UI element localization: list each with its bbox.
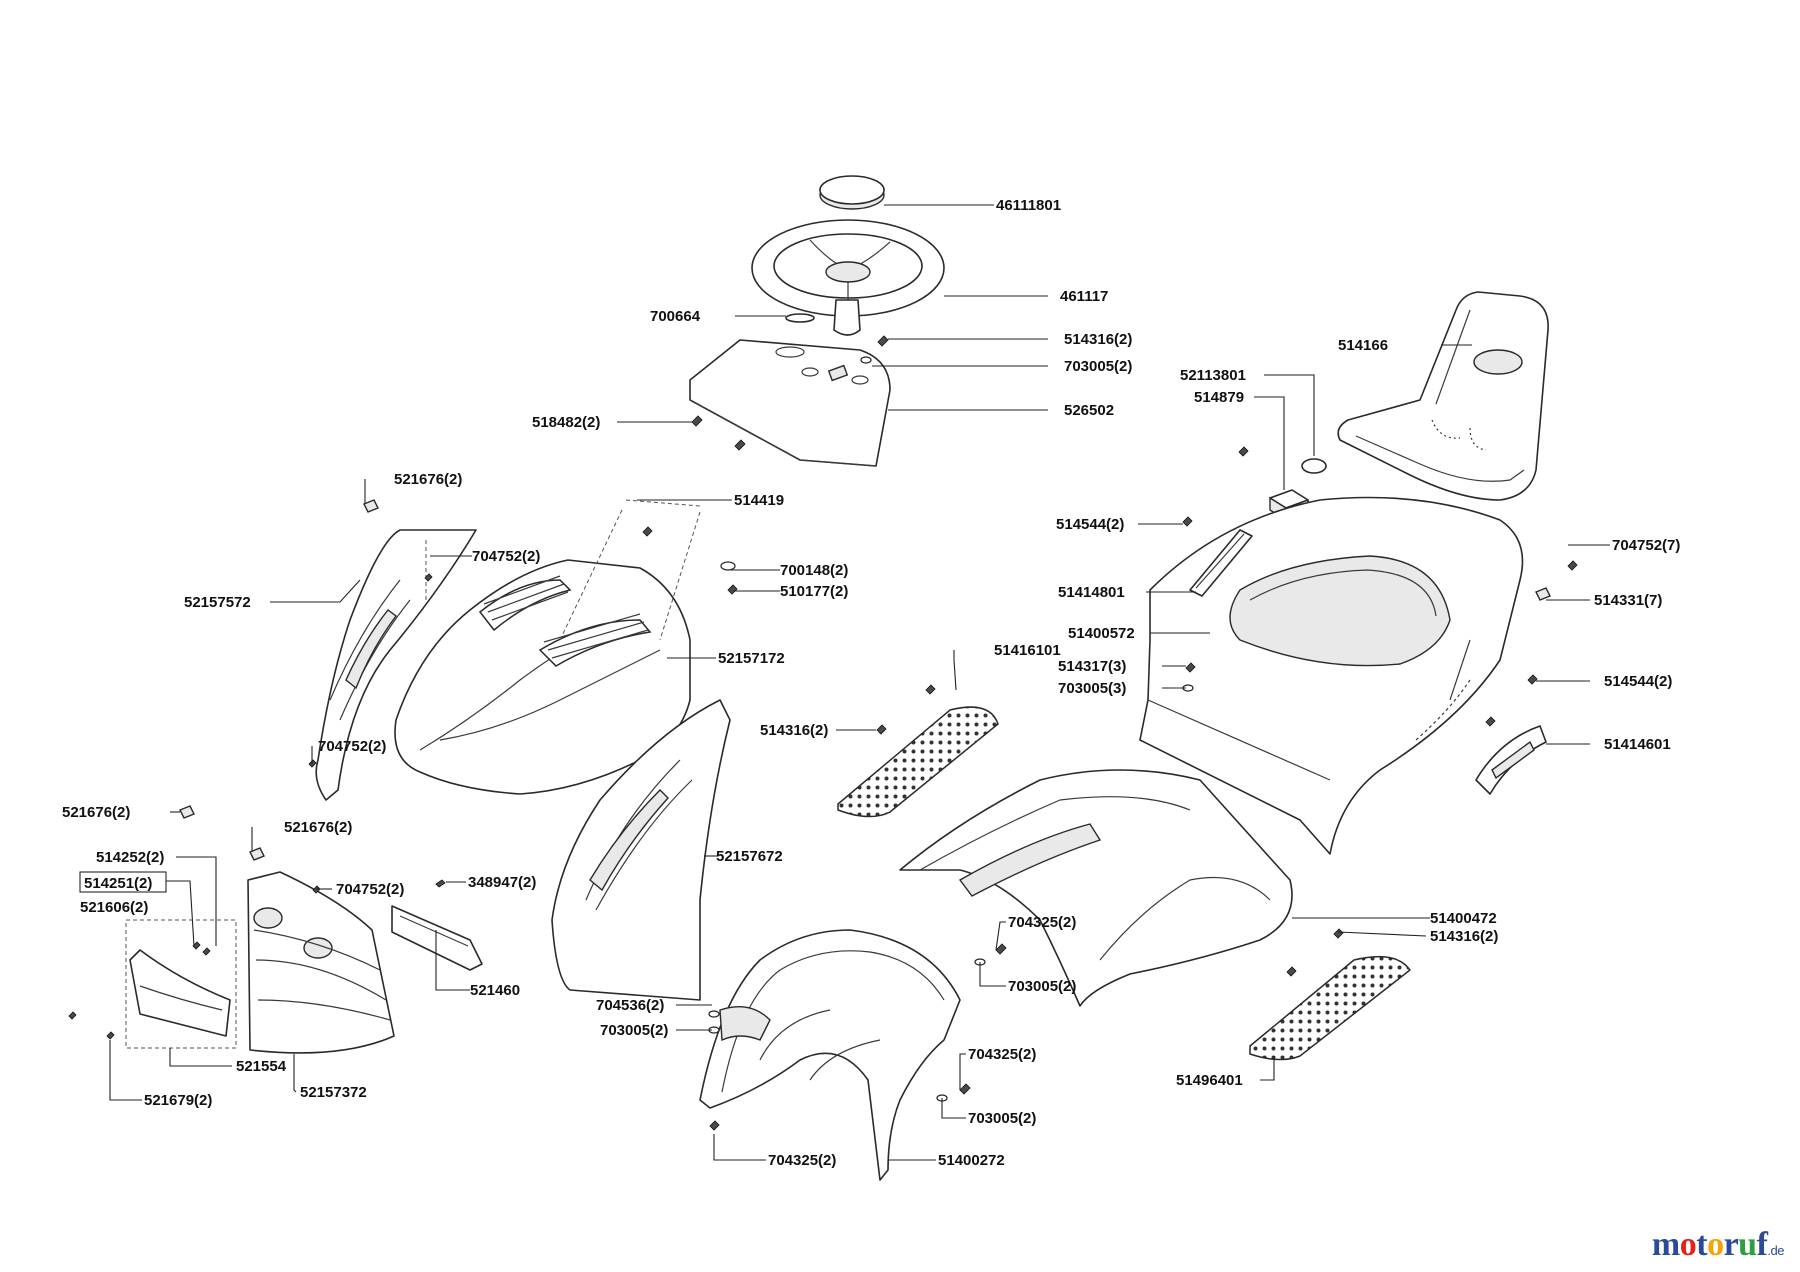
box-514251 bbox=[79, 871, 167, 893]
label-51400472: 51400472 bbox=[1430, 910, 1497, 927]
logo-letter-o1: o bbox=[1679, 1226, 1697, 1263]
seat bbox=[1337, 291, 1549, 501]
front-grille-bumper bbox=[247, 871, 395, 1054]
right-side-panel bbox=[551, 699, 731, 1001]
label-518482: 518482(2) bbox=[532, 414, 600, 431]
screws-dashboard bbox=[691, 335, 889, 451]
logo-letter-m: m bbox=[1651, 1226, 1680, 1263]
clip-700664 bbox=[785, 313, 815, 323]
label-704752-a: 704752(2) bbox=[472, 548, 540, 565]
logo-letter-f: f bbox=[1756, 1226, 1768, 1263]
logo-letter-u: u bbox=[1738, 1226, 1757, 1263]
label-51414801: 51414801 bbox=[1058, 584, 1125, 601]
rear-body bbox=[1139, 496, 1524, 855]
motoruf-logo: motoruf.de bbox=[1651, 1226, 1785, 1264]
label-514331: 514331(7) bbox=[1594, 592, 1662, 609]
label-514879: 514879 bbox=[1194, 389, 1244, 406]
label-514317: 514317(3) bbox=[1058, 658, 1126, 675]
label-700148: 700148(2) bbox=[780, 562, 848, 579]
label-703005-d: 703005(2) bbox=[968, 1110, 1036, 1127]
label-703005-c: 703005(2) bbox=[600, 1022, 668, 1039]
label-514316-b: 514316(2) bbox=[760, 722, 828, 739]
label-52157172: 52157172 bbox=[718, 650, 785, 667]
label-514166: 514166 bbox=[1338, 337, 1388, 354]
leader-lines bbox=[109, 204, 1610, 1161]
label-348947: 348947(2) bbox=[468, 874, 536, 891]
label-703005-b: 703005(2) bbox=[1008, 978, 1076, 995]
hood-hardware bbox=[179, 499, 738, 819]
logo-tld: .de bbox=[1767, 1243, 1784, 1258]
footboard-51416101 bbox=[837, 706, 999, 818]
rear-hardware bbox=[1182, 446, 1578, 727]
frame-hardware bbox=[708, 943, 1007, 1131]
label-52157672: 52157672 bbox=[716, 848, 783, 865]
footboard-screws bbox=[876, 684, 1344, 977]
label-51416101: 51416101 bbox=[994, 642, 1061, 659]
label-461117: 461117 bbox=[1060, 288, 1108, 305]
steering-wheel bbox=[751, 219, 945, 336]
label-51496401: 51496401 bbox=[1176, 1072, 1243, 1089]
label-521676-b: 521676(2) bbox=[62, 804, 130, 821]
label-704325-c: 704325(2) bbox=[768, 1152, 836, 1169]
label-521676-c: 521676(2) bbox=[284, 819, 352, 836]
label-46111801: 46111801 bbox=[996, 197, 1061, 214]
footboard-51496401 bbox=[1249, 955, 1412, 1061]
logo-letter-t: t bbox=[1696, 1226, 1708, 1263]
label-514544-b: 514544(2) bbox=[1604, 673, 1672, 690]
label-514316-c: 514316(2) bbox=[1430, 928, 1498, 945]
label-514544-a: 514544(2) bbox=[1056, 516, 1124, 533]
label-52157372: 52157372 bbox=[300, 1084, 367, 1101]
handle-51414801 bbox=[1189, 529, 1253, 597]
label-521460: 521460 bbox=[470, 982, 520, 999]
headlight-lens bbox=[129, 949, 231, 1037]
label-51414601: 51414601 bbox=[1604, 736, 1671, 753]
part-labels: 46111801 461117 700664 514316(2) 703005(… bbox=[62, 197, 1680, 1169]
label-514316-a: 514316(2) bbox=[1064, 331, 1132, 348]
label-521676-a: 521676(2) bbox=[394, 471, 462, 488]
steering-wheel-cap bbox=[819, 175, 885, 210]
body-frame-51400472 bbox=[899, 769, 1293, 1007]
label-521679: 521679(2) bbox=[144, 1092, 212, 1109]
label-510177: 510177(2) bbox=[780, 583, 848, 600]
label-52113801: 52113801 bbox=[1180, 367, 1246, 384]
label-703005-a: 703005(2) bbox=[1064, 358, 1132, 375]
label-704536: 704536(2) bbox=[596, 997, 664, 1014]
label-51400272: 51400272 bbox=[938, 1152, 1005, 1169]
label-514251: 514251(2) bbox=[84, 875, 152, 892]
logo-letter-o2: o bbox=[1707, 1226, 1724, 1263]
label-703005-3: 703005(3) bbox=[1058, 680, 1126, 697]
label-704752-b: 704752(2) bbox=[318, 738, 386, 755]
label-514252: 514252(2) bbox=[96, 849, 164, 866]
label-704752-7: 704752(7) bbox=[1612, 537, 1680, 554]
label-521606: 521606(2) bbox=[80, 899, 148, 916]
label-526502: 526502 bbox=[1064, 402, 1114, 419]
logo-letter-r: r bbox=[1723, 1226, 1739, 1263]
dashboard-cover bbox=[689, 339, 891, 467]
label-704325-a: 704325(2) bbox=[1008, 914, 1076, 931]
knob-52113801 bbox=[1301, 458, 1327, 474]
label-52157572: 52157572 bbox=[184, 594, 251, 611]
label-704325-b: 704325(2) bbox=[968, 1046, 1036, 1063]
label-514419: 514419 bbox=[734, 492, 784, 509]
handle-51414601 bbox=[1475, 725, 1547, 795]
hood bbox=[394, 559, 691, 795]
left-side-panel bbox=[315, 529, 477, 801]
label-521554: 521554 bbox=[236, 1058, 287, 1075]
label-704752-c: 704752(2) bbox=[336, 881, 404, 898]
mount-bracket-521460 bbox=[391, 905, 483, 971]
small-hardware-front bbox=[68, 847, 446, 1040]
front-frame-51400272 bbox=[699, 929, 961, 1181]
label-51400572: 51400572 bbox=[1068, 625, 1135, 642]
label-700664: 700664 bbox=[650, 308, 701, 325]
